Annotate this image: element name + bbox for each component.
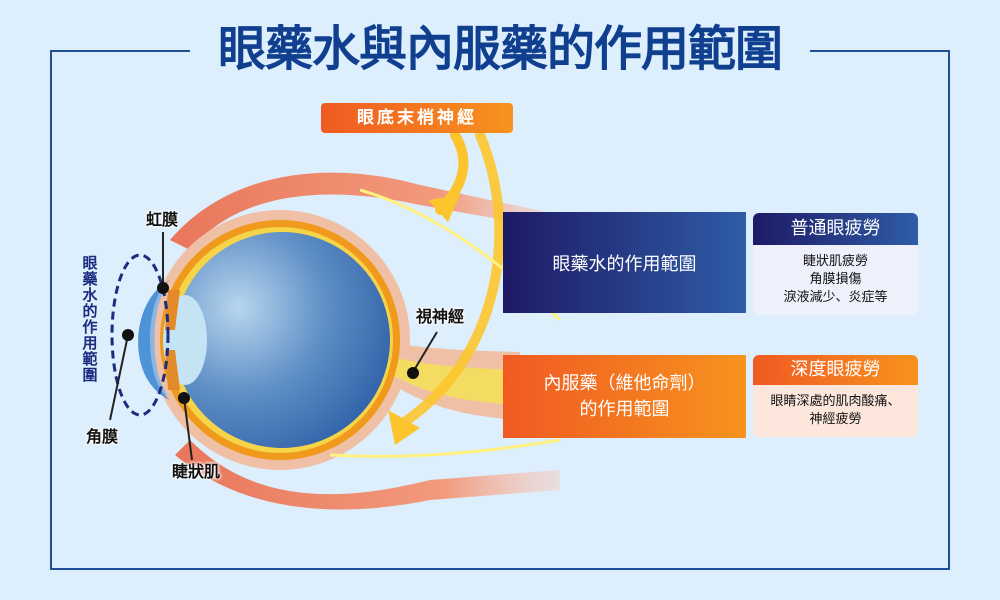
eye-drops-range-box: 眼藥水的作用範圍 [503, 212, 746, 313]
vitreous [174, 232, 390, 448]
page-title: 眼藥水與內服藥的作用範圍 [217, 21, 783, 77]
oral-range-line2: 的作用範圍 [579, 398, 670, 420]
optic-nerve-marker [407, 367, 419, 379]
normal-fatigue-item: 角膜損傷 [809, 272, 862, 287]
iris-marker [157, 282, 169, 294]
title-mask [190, 20, 810, 82]
normal-eye-fatigue-card: 普通眼疲勞 睫狀肌疲勞 角膜損傷 淚液減少、炎症等 [753, 213, 918, 315]
iris-label: 虹膜 [146, 210, 179, 229]
normal-fatigue-item: 睫狀肌疲勞 [802, 254, 868, 269]
deep-fatigue-body: 眼睛深處的肌肉酸痛、 神經疲勞 [753, 385, 918, 437]
deep-fatigue-item: 眼睛深處的肌肉酸痛、 [770, 394, 901, 409]
deep-eye-fatigue-card: 深度眼疲勞 眼睛深處的肌肉酸痛、 神經疲勞 [753, 355, 918, 437]
deep-fatigue-item: 神經疲勞 [809, 412, 862, 427]
ciliary-marker [178, 392, 190, 404]
optic-nerve-label: 視神經 [416, 307, 465, 326]
ciliary-muscle-label: 睫狀肌 [172, 462, 221, 481]
eye-drops-vertical-label: 眼 藥 水 的 作 用 範 圍 [82, 254, 98, 384]
cornea-label: 角膜 [86, 427, 119, 446]
oral-medicine-range-box: 內服藥（維他命劑） 的作用範圍 [503, 355, 746, 438]
eye-drops-range [110, 253, 170, 417]
cornea [138, 280, 170, 400]
normal-fatigue-item: 淚液減少、炎症等 [783, 290, 888, 305]
normal-fatigue-header: 普通眼疲勞 [753, 213, 918, 245]
normal-fatigue-body: 睫狀肌疲勞 角膜損傷 淚液減少、炎症等 [753, 245, 918, 315]
fundus-nerve-tag: 眼底末梢神經 [321, 103, 513, 133]
deep-fatigue-header: 深度眼疲勞 [753, 355, 918, 385]
upper-muscle [170, 172, 560, 250]
eye-drops-range-label: 眼藥水的作用範圍 [552, 253, 697, 275]
cornea-marker [122, 329, 134, 341]
oral-range-line1: 內服藥（維他命劑） [543, 372, 706, 394]
lower-muscle [175, 440, 560, 510]
